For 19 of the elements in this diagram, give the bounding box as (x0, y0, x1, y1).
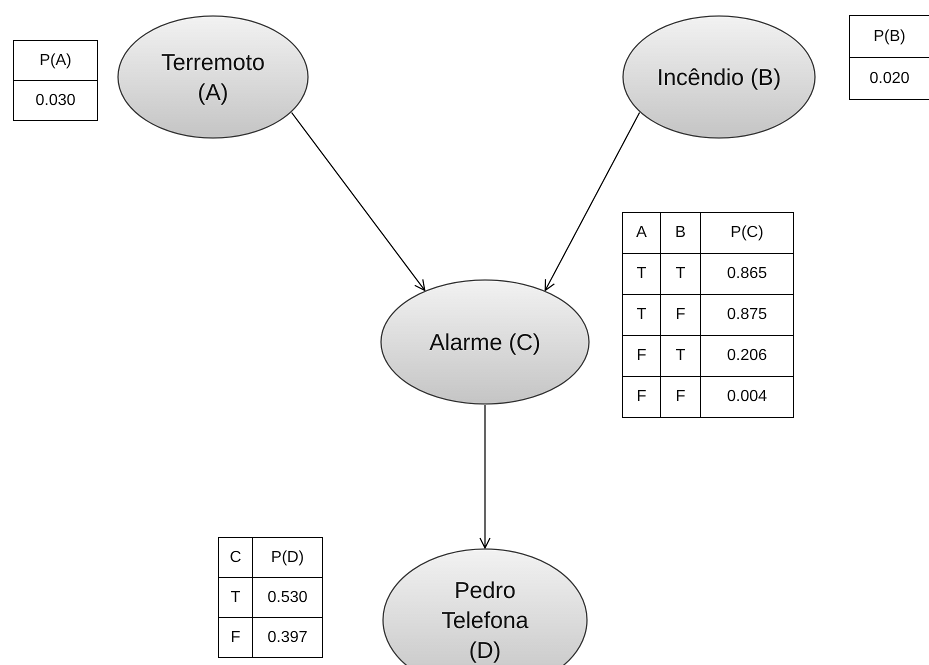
table-cell: A (622, 212, 661, 254)
table-cell: P(A) (13, 40, 98, 81)
table-cell: 0.397 (252, 617, 323, 658)
node-label: Terremoto (A) (160, 48, 266, 107)
table-cell: P(D) (252, 537, 323, 578)
table-cell: 0.020 (849, 57, 929, 100)
table-cell: C (218, 537, 253, 578)
table-cell: 0.004 (700, 376, 794, 418)
table-cell: F (622, 376, 661, 418)
arrow (479, 405, 491, 549)
arrow (291, 112, 426, 291)
table-cell: 0.030 (13, 80, 98, 121)
node-label: Alarme (C) (428, 328, 542, 357)
node-label: Incêndio (B) (656, 63, 782, 92)
table-cell: P(B) (849, 15, 929, 58)
node-label: Pedro Telefona (D) (440, 576, 530, 665)
table-cell: P(C) (700, 212, 794, 254)
arrow (544, 112, 640, 291)
table-cell: F (218, 617, 253, 658)
